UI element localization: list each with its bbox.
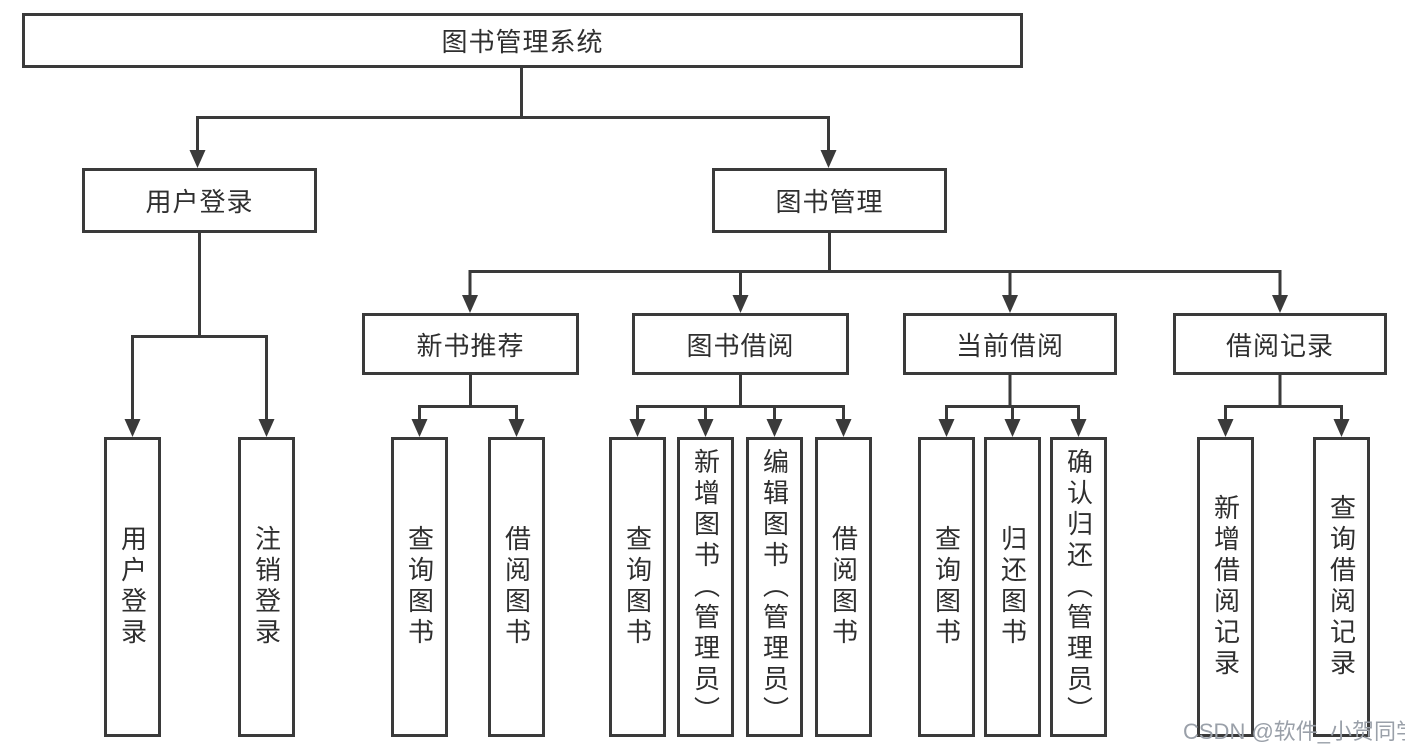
leaf-confirm-return-admin: 确认归还（管理员） [1050,437,1107,737]
node-book-borrowing-label: 图书借阅 [686,330,795,361]
node-user-login: 用户登录 [82,168,317,233]
leaf-query-books-recommend: 查询图书 [391,437,448,737]
leaf-add-books-admin-label: 新增图书（管理员） [690,447,721,727]
node-root: 图书管理系统 [22,13,1023,68]
node-borrowing-records-label: 借阅记录 [1225,330,1334,361]
leaf-add-borrow-record-label: 新增借阅记录 [1210,494,1241,680]
leaf-query-borrow-record: 查询借阅记录 [1313,437,1370,737]
leaf-query-books-current: 查询图书 [918,437,975,737]
node-new-book-recommendation-label: 新书推荐 [416,330,525,361]
leaf-return-books-label: 归还图书 [997,525,1028,649]
leaf-edit-books-admin-label: 编辑图书（管理员） [759,447,790,727]
leaf-add-borrow-record: 新增借阅记录 [1197,437,1254,737]
leaf-return-books: 归还图书 [984,437,1041,737]
node-book-borrowing: 图书借阅 [632,313,849,375]
leaf-logout-label: 注销登录 [251,525,282,649]
leaf-query-books-borrowing: 查询图书 [609,437,666,737]
leaf-borrow-books: 借阅图书 [815,437,872,737]
leaf-confirm-return-admin-label: 确认归还（管理员） [1063,447,1094,727]
leaf-borrow-books-label: 借阅图书 [828,525,859,649]
node-book-management-label: 图书管理 [775,187,884,217]
leaf-query-books-current-label: 查询图书 [931,525,962,649]
leaf-edit-books-admin: 编辑图书（管理员） [746,437,803,737]
leaf-query-borrow-record-label: 查询借阅记录 [1326,494,1357,680]
leaf-query-books-recommend-label: 查询图书 [404,525,435,649]
watermark-text: CSDN @软件_小贺同学 [1183,719,1405,744]
leaf-user-login-label: 用户登录 [117,525,148,649]
leaf-add-books-admin: 新增图书（管理员） [677,437,734,737]
leaf-query-books-borrowing-label: 查询图书 [622,525,653,649]
node-current-borrowing-label: 当前借阅 [955,330,1064,361]
node-new-book-recommendation: 新书推荐 [362,313,579,375]
leaf-borrow-books-recommend-label: 借阅图书 [501,525,532,649]
node-root-label: 图书管理系统 [441,27,604,57]
leaf-user-login: 用户登录 [104,437,161,737]
node-user-login-label: 用户登录 [145,187,254,217]
node-current-borrowing: 当前借阅 [903,313,1117,375]
node-borrowing-records: 借阅记录 [1173,313,1387,375]
leaf-logout: 注销登录 [238,437,295,737]
node-book-management: 图书管理 [712,168,947,233]
leaf-borrow-books-recommend: 借阅图书 [488,437,545,737]
